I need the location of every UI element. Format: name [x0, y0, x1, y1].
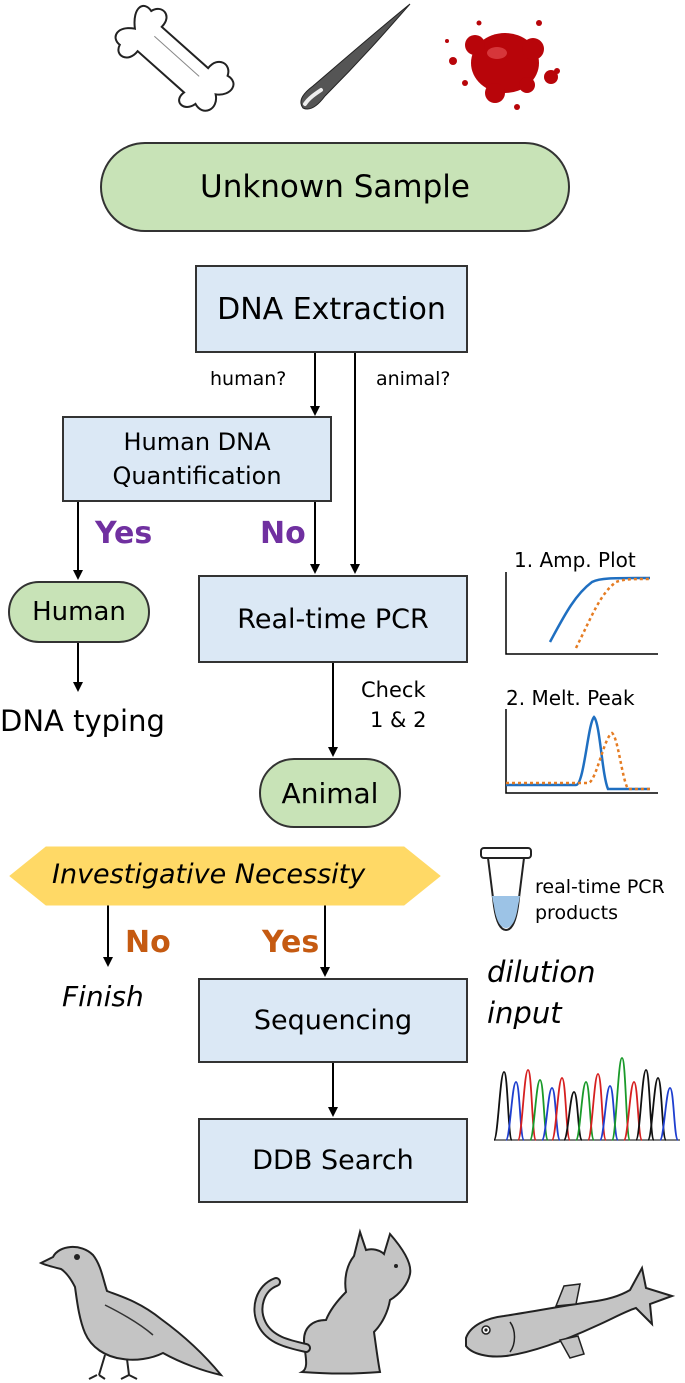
- human-question-label: human?: [210, 368, 287, 390]
- animal-label: Animal: [281, 776, 379, 810]
- investigative-necessity-shape: [9, 846, 441, 906]
- blood-stain-icon: [445, 20, 560, 110]
- yes-label-investigative: Yes: [262, 925, 320, 960]
- dna-typing-label: DNA typing: [0, 704, 165, 738]
- no-label-quantification: No: [260, 516, 306, 551]
- realtime-pcr-node: Real-time PCR: [198, 575, 468, 663]
- chromatogram-icon: [493, 1057, 680, 1141]
- check-label-line1: Check: [361, 678, 426, 702]
- animal-question-label: animal?: [376, 368, 451, 390]
- bird-icon: [38, 1246, 224, 1380]
- finish-label: Finish: [62, 980, 144, 1013]
- amp-plot: [505, 572, 658, 655]
- dna-extraction-label: DNA Extraction: [217, 291, 446, 327]
- no-label-investigative: No: [125, 925, 171, 960]
- animal-node: Animal: [259, 758, 401, 828]
- quantification-label-line2: Quantification: [112, 462, 282, 490]
- human-dna-quantification-node: Human DNA Quantification: [62, 416, 332, 502]
- ddb-search-node: DDB Search: [198, 1118, 468, 1203]
- quantification-label-line1: Human DNA: [123, 428, 271, 456]
- unknown-sample-node: Unknown Sample: [100, 142, 570, 232]
- cat-icon: [253, 1228, 412, 1375]
- realtime-pcr-label: Real-time PCR: [237, 603, 429, 635]
- human-label: Human: [32, 597, 126, 627]
- amp-plot-title: 1. Amp. Plot: [514, 548, 636, 572]
- tube-label-line2: products: [535, 902, 618, 924]
- dilution-label-line2: input: [487, 996, 562, 1030]
- investigative-necessity-label: Investigative Necessity: [52, 859, 366, 890]
- sequencing-label: Sequencing: [253, 1005, 413, 1036]
- dna-extraction-node: DNA Extraction: [195, 265, 468, 353]
- check-label-line2: 1 & 2: [370, 708, 427, 732]
- sequencing-node: Sequencing: [198, 978, 468, 1063]
- human-node: Human: [8, 581, 150, 643]
- tube-label-line1: real-time PCR: [535, 876, 665, 898]
- dilution-label-line1: dilution: [487, 955, 596, 989]
- unknown-sample-label: Unknown Sample: [200, 169, 470, 205]
- tube-icon: [480, 847, 532, 932]
- ddb-search-label: DDB Search: [252, 1145, 414, 1176]
- melt-peak-plot: [505, 709, 658, 794]
- fish-icon: [465, 1265, 675, 1359]
- yes-label-quantification: Yes: [95, 516, 153, 551]
- hair-icon: [300, 3, 411, 110]
- melt-peak-title: 2. Melt. Peak: [506, 686, 635, 710]
- bone-icon: [114, 5, 235, 112]
